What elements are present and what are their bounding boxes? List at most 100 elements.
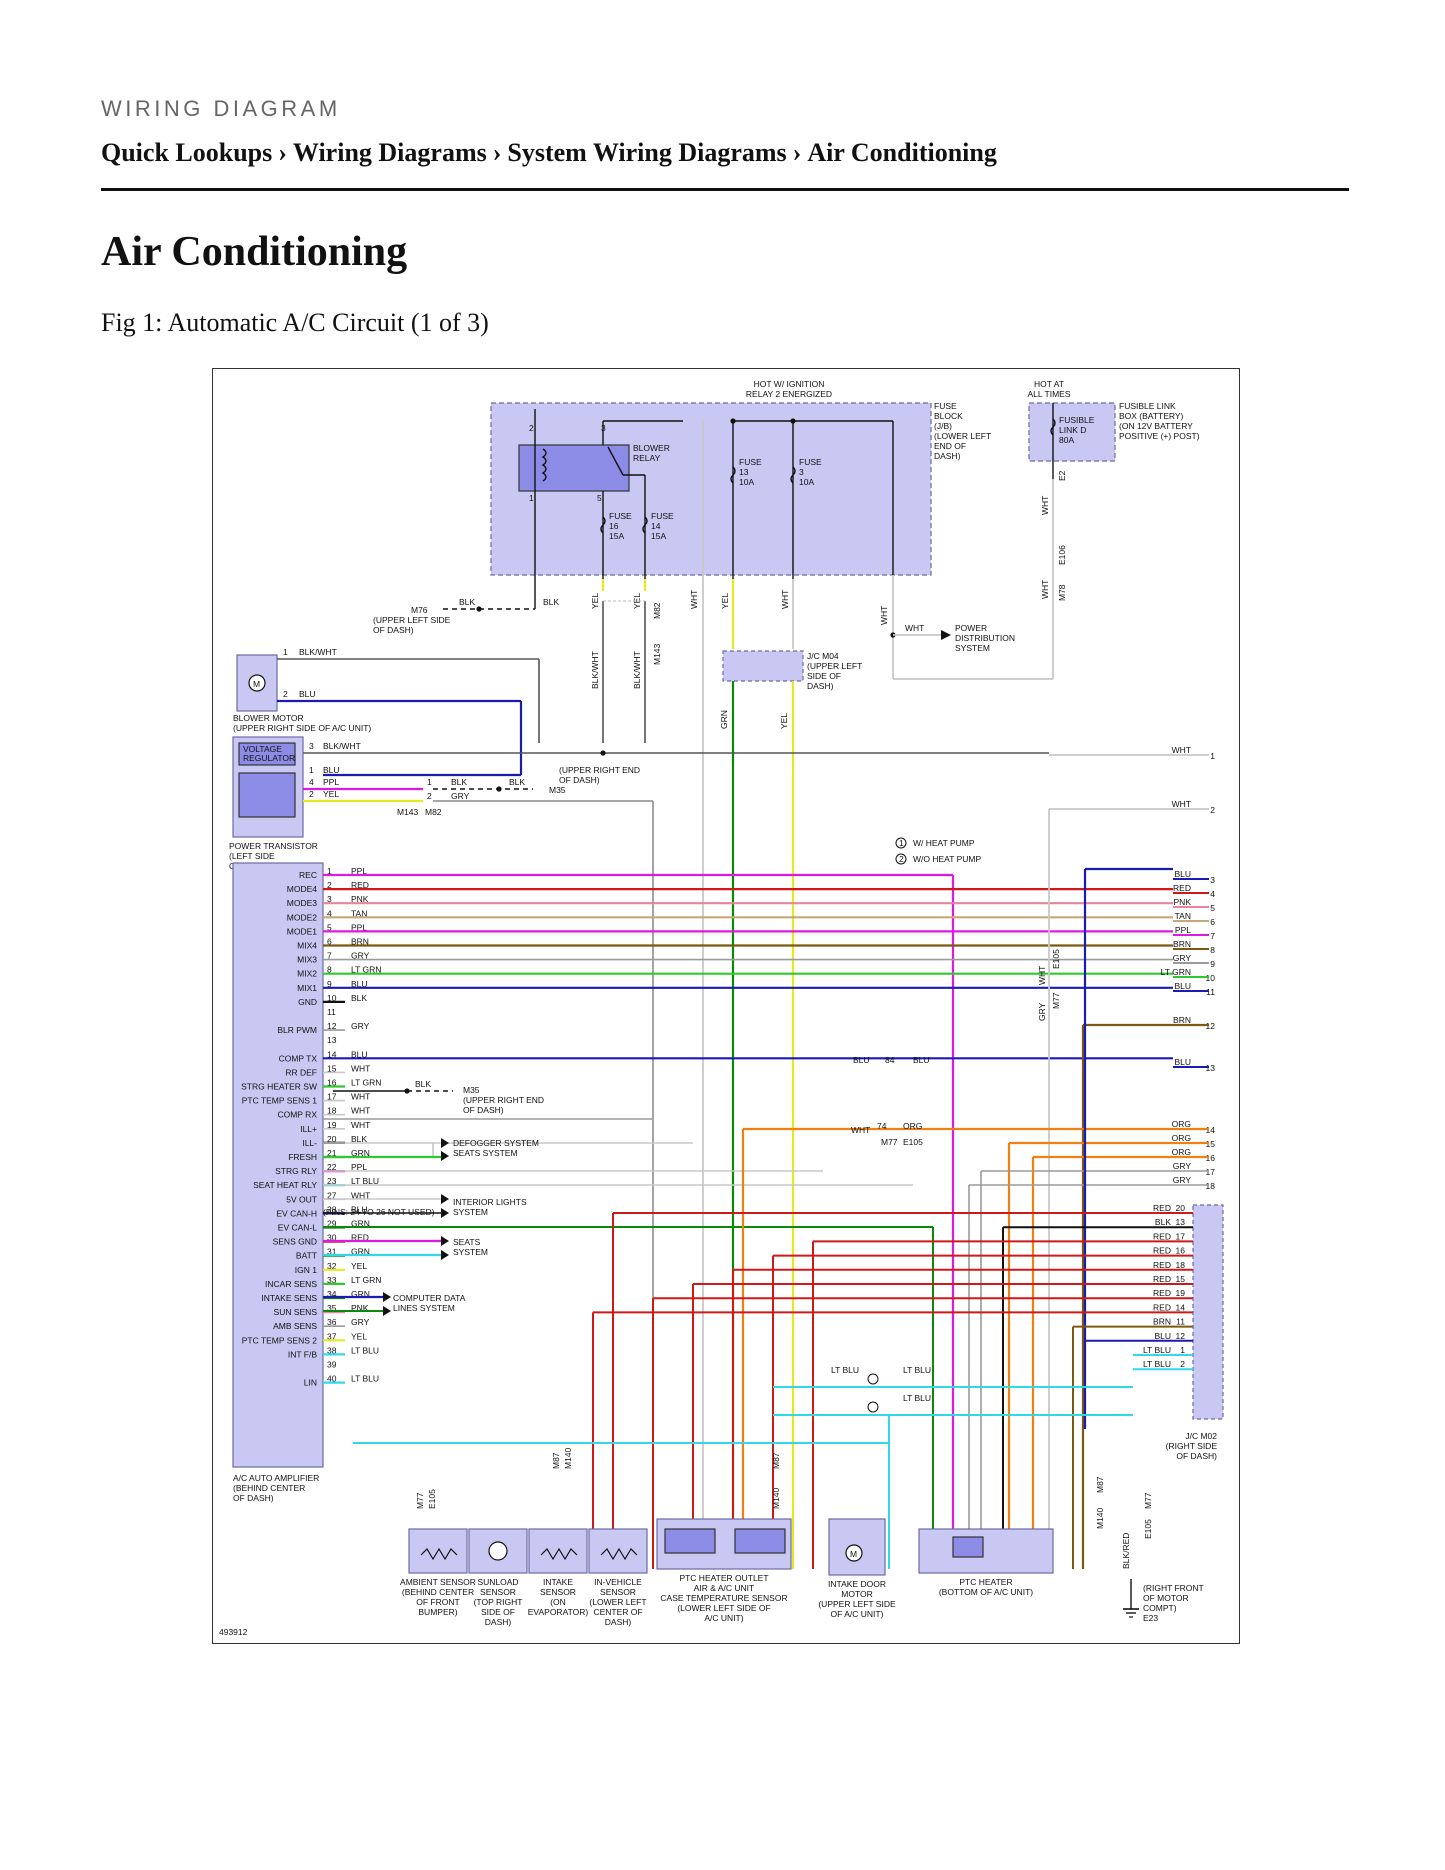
sun-sensor-icon <box>488 1541 508 1561</box>
amplifier-pin-label: SUN SENS <box>274 1307 318 1317</box>
relay-switch <box>607 446 624 476</box>
invehicle-label: CENTER OF <box>593 1607 642 1617</box>
ptc_outlet-label: (LOWER LEFT SIDE OF <box>677 1603 770 1613</box>
amplifier-pin-label: REC <box>299 870 317 880</box>
jc-m02-label: J/C M02 <box>1185 1431 1217 1441</box>
hot-at-all-times-label: HOT AT <box>1034 379 1064 389</box>
blower-motor-label: (UPPER RIGHT SIDE OF A/C UNIT) <box>233 723 371 733</box>
fusible-link-box-label: FUSIBLE LINK <box>1119 401 1176 411</box>
motor-icon-glyph: M <box>850 1549 857 1559</box>
amplifier-pin-label: IGN 1 <box>295 1265 317 1275</box>
breadcrumb-separator: › <box>792 138 802 167</box>
pin-number: 23 <box>327 1176 337 1186</box>
pin-number: 15 <box>327 1063 337 1073</box>
pin-number: 18 <box>1176 1260 1186 1270</box>
connector-m76: M76 <box>411 605 428 615</box>
wire-label: ORG <box>903 1121 922 1131</box>
sunload-label: (TOP RIGHT <box>474 1597 523 1607</box>
wire-label: WHT <box>351 1190 370 1200</box>
pin-number: 27 <box>327 1190 337 1200</box>
case-temp-sensor-element <box>734 1528 786 1554</box>
fuse-block-label: BLOCK <box>934 411 963 421</box>
connector-m143: M143 <box>652 643 662 665</box>
right-pin-number: 5 <box>1210 903 1215 913</box>
breadcrumb-separator: › <box>492 138 502 167</box>
connector-m87: M87 <box>1095 1476 1105 1493</box>
splice-dot <box>476 606 482 612</box>
pin-number: 19 <box>1176 1288 1186 1298</box>
jc-m02 <box>1192 1204 1224 1420</box>
pin-number: 28 <box>327 1204 337 1214</box>
right-pin-number: 2 <box>1210 805 1215 815</box>
pin-number: 1 <box>1180 1345 1185 1355</box>
wire-label: LT BLU <box>903 1393 931 1403</box>
wire-label: RED <box>1153 1274 1171 1284</box>
amplifier-pin-label: STRG HEATER SW <box>241 1082 317 1092</box>
wire-label: BLK <box>1155 1217 1171 1227</box>
pin-number: 40 <box>327 1374 337 1384</box>
relay-pin: 2 <box>529 423 534 433</box>
breadcrumb-air-conditioning[interactable]: Air Conditioning <box>807 138 997 167</box>
connector-e105: E105 <box>1143 1519 1153 1539</box>
ptc_heater-box <box>918 1528 1054 1574</box>
computer-data-lines-label: COMPUTER DATA <box>393 1293 466 1303</box>
wire-label: WHT <box>351 1120 370 1130</box>
ground-location-label: (RIGHT FRONT <box>1143 1583 1204 1593</box>
splice-dot <box>496 786 502 792</box>
connector-m77: M77 <box>1051 992 1061 1009</box>
ptc_heater-label: (BOTTOM OF A/C UNIT) <box>939 1587 1033 1597</box>
pin-number: 4 <box>327 908 332 918</box>
breadcrumb-wiring-diagrams[interactable]: Wiring Diagrams <box>292 138 487 167</box>
wire-label: GRY <box>351 1317 370 1327</box>
amplifier-pin-label: RR DEF <box>285 1067 317 1077</box>
wire-label: GRN <box>351 1289 370 1299</box>
wire-label: LT GRN <box>351 1078 381 1088</box>
amplifier-pin-label: EV CAN-L <box>278 1223 317 1233</box>
ac-auto-amplifier-label: A/C AUTO AMPLIFIER <box>233 1473 319 1483</box>
wire-label: LT BLU <box>1143 1359 1171 1369</box>
wire-label: YEL <box>323 789 339 799</box>
pin-number: 14 <box>327 1049 337 1059</box>
wire-label: LT GRN <box>351 965 381 975</box>
pin-number: 19 <box>327 1120 337 1130</box>
right-pin-number: 7 <box>1210 931 1215 941</box>
page-title: Air Conditioning <box>101 229 408 275</box>
invehicle-label: IN-VEHICLE <box>594 1577 642 1587</box>
connector-m143: M143 <box>397 807 419 817</box>
wire-label: YEL <box>351 1261 367 1271</box>
fusible-link-symbol <box>1050 418 1056 436</box>
wire-label: BLU <box>351 979 368 989</box>
pin-number: 18 <box>327 1106 337 1116</box>
wire-label: PPL <box>351 866 367 876</box>
connector-m87: M87 <box>551 1452 561 1469</box>
ac-auto-amplifier-label: (BEHIND CENTER <box>233 1483 305 1493</box>
wire-label: PNK <box>351 1303 369 1313</box>
wire-label: YEL <box>779 713 789 729</box>
fuse-16-label: FUSE <box>609 511 632 521</box>
pin-number: 34 <box>327 1289 337 1299</box>
wire-label: PPL <box>351 1162 367 1172</box>
invehicle-label: DASH) <box>605 1617 632 1627</box>
wire-label: LT GRN <box>351 1275 381 1285</box>
amplifier-pin-label: COMP TX <box>279 1053 318 1063</box>
pin-number: 10 <box>327 993 337 1003</box>
ambient-label: (BEHIND CENTER <box>402 1587 474 1597</box>
legend-marker-2 <box>895 853 907 865</box>
right-pin-number: 13 <box>1206 1063 1216 1073</box>
breadcrumb-system-wiring-diagrams[interactable]: System Wiring Diagrams <box>507 138 787 167</box>
m35-location-label: OF DASH) <box>463 1105 504 1115</box>
wire-label: YEL <box>590 593 600 609</box>
fuse-3-label: 10A <box>799 477 814 487</box>
right-pin-number: 11 <box>1206 987 1215 997</box>
pin-number: 2 <box>309 789 314 799</box>
fuse-14-label: FUSE <box>651 511 674 521</box>
breadcrumb-quick-lookups[interactable]: Quick Lookups <box>101 138 273 167</box>
legend-marker-1 <box>867 1373 879 1385</box>
invehicle-label: (LOWER LEFT <box>589 1597 646 1607</box>
jc-m04-label: J/C M04 <box>807 651 839 661</box>
wire-label: GRN <box>351 1247 370 1257</box>
arrow-icon <box>441 1208 449 1218</box>
wire-label: GRN <box>719 710 729 729</box>
arrow-icon <box>941 630 951 640</box>
